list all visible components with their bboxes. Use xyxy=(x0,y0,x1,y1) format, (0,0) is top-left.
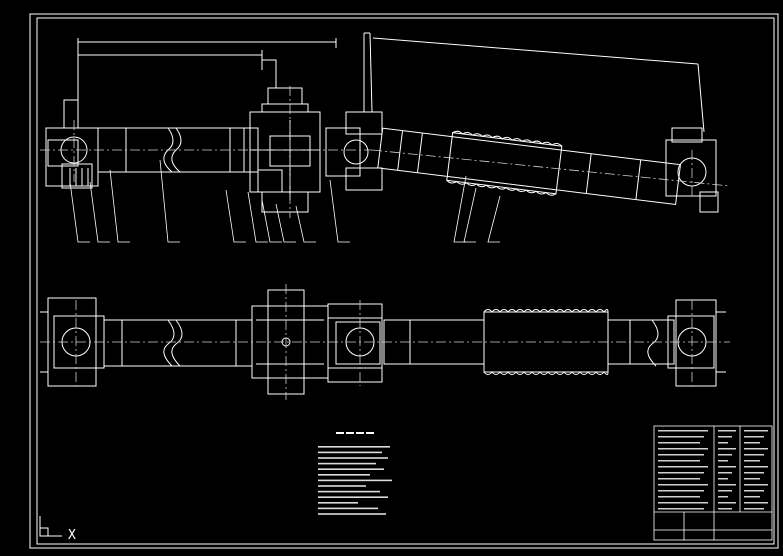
title-block-row xyxy=(718,490,732,492)
ucs-icon xyxy=(39,516,62,537)
leader-line xyxy=(275,203,296,243)
leader-line xyxy=(69,181,90,243)
title-block-row xyxy=(718,478,728,480)
note-line xyxy=(318,507,378,510)
title-block-row xyxy=(658,490,704,492)
title-block-row xyxy=(718,454,732,456)
title-block-row xyxy=(718,496,728,498)
note-line xyxy=(318,474,370,476)
title-block-row xyxy=(718,466,736,468)
title-block-row xyxy=(658,442,700,444)
title-block-row xyxy=(744,472,764,474)
leader-line xyxy=(295,205,316,243)
title-block-row xyxy=(658,460,700,462)
title-block-row xyxy=(744,484,768,486)
title-block-row xyxy=(658,508,704,510)
title-block-row xyxy=(744,448,768,450)
drawing-frame xyxy=(29,13,779,549)
title-block-row xyxy=(658,484,708,486)
title-block-row xyxy=(744,502,768,504)
title-block-row xyxy=(658,472,704,474)
title-block-row xyxy=(718,436,732,438)
title-block-row xyxy=(744,466,768,468)
top-view-centerline xyxy=(40,86,731,218)
note-line xyxy=(318,513,386,515)
leader-line xyxy=(453,175,467,243)
title-block-row xyxy=(744,454,764,456)
title-block-row xyxy=(658,496,700,498)
title-block-row xyxy=(718,448,736,450)
title-block-row xyxy=(718,508,732,510)
leader-line xyxy=(225,189,246,243)
title-block-row xyxy=(658,478,700,480)
x-axis-label: X xyxy=(68,528,76,543)
title-block-row xyxy=(658,430,708,432)
leader-line xyxy=(159,159,180,243)
leader-line xyxy=(261,199,282,243)
title-block-row xyxy=(658,466,708,468)
notes-lines xyxy=(318,446,392,515)
note-line xyxy=(318,485,366,487)
note-line xyxy=(318,490,380,493)
technical-notes-block xyxy=(336,432,374,434)
title-block-row xyxy=(658,502,708,504)
top-view-section xyxy=(45,32,719,213)
note-line xyxy=(318,496,388,498)
note-line xyxy=(318,446,390,448)
title-block-row xyxy=(744,478,760,480)
leader-lines xyxy=(69,159,501,243)
title-block-row xyxy=(718,442,728,444)
title-block-rows xyxy=(658,430,768,510)
title-block-row xyxy=(718,484,736,486)
leader-line xyxy=(487,195,501,243)
leader-line xyxy=(89,181,110,243)
title-block xyxy=(653,425,773,541)
title-block-row xyxy=(744,442,760,444)
title-block-row xyxy=(718,502,736,504)
title-block-row xyxy=(744,430,768,432)
leader-line xyxy=(329,179,350,243)
title-block-row xyxy=(718,472,732,474)
title-block-row xyxy=(744,460,760,462)
title-block-row xyxy=(718,460,728,462)
title-block-row xyxy=(744,490,764,492)
note-line xyxy=(318,451,382,454)
title-block-row xyxy=(744,496,760,498)
title-block-row xyxy=(658,448,708,450)
note-line xyxy=(318,457,388,459)
leader-line xyxy=(463,187,477,243)
title-block-row xyxy=(658,436,704,438)
leader-line xyxy=(109,169,130,243)
note-line xyxy=(318,502,358,504)
title-block-row xyxy=(718,430,736,432)
bottom-view-centerline xyxy=(40,284,730,400)
leader-line xyxy=(247,191,268,243)
title-block-row xyxy=(744,508,764,510)
title-block-row xyxy=(744,436,764,438)
title-block-row xyxy=(658,454,704,456)
note-line xyxy=(318,479,392,482)
note-line xyxy=(318,468,384,470)
note-line xyxy=(318,462,376,465)
